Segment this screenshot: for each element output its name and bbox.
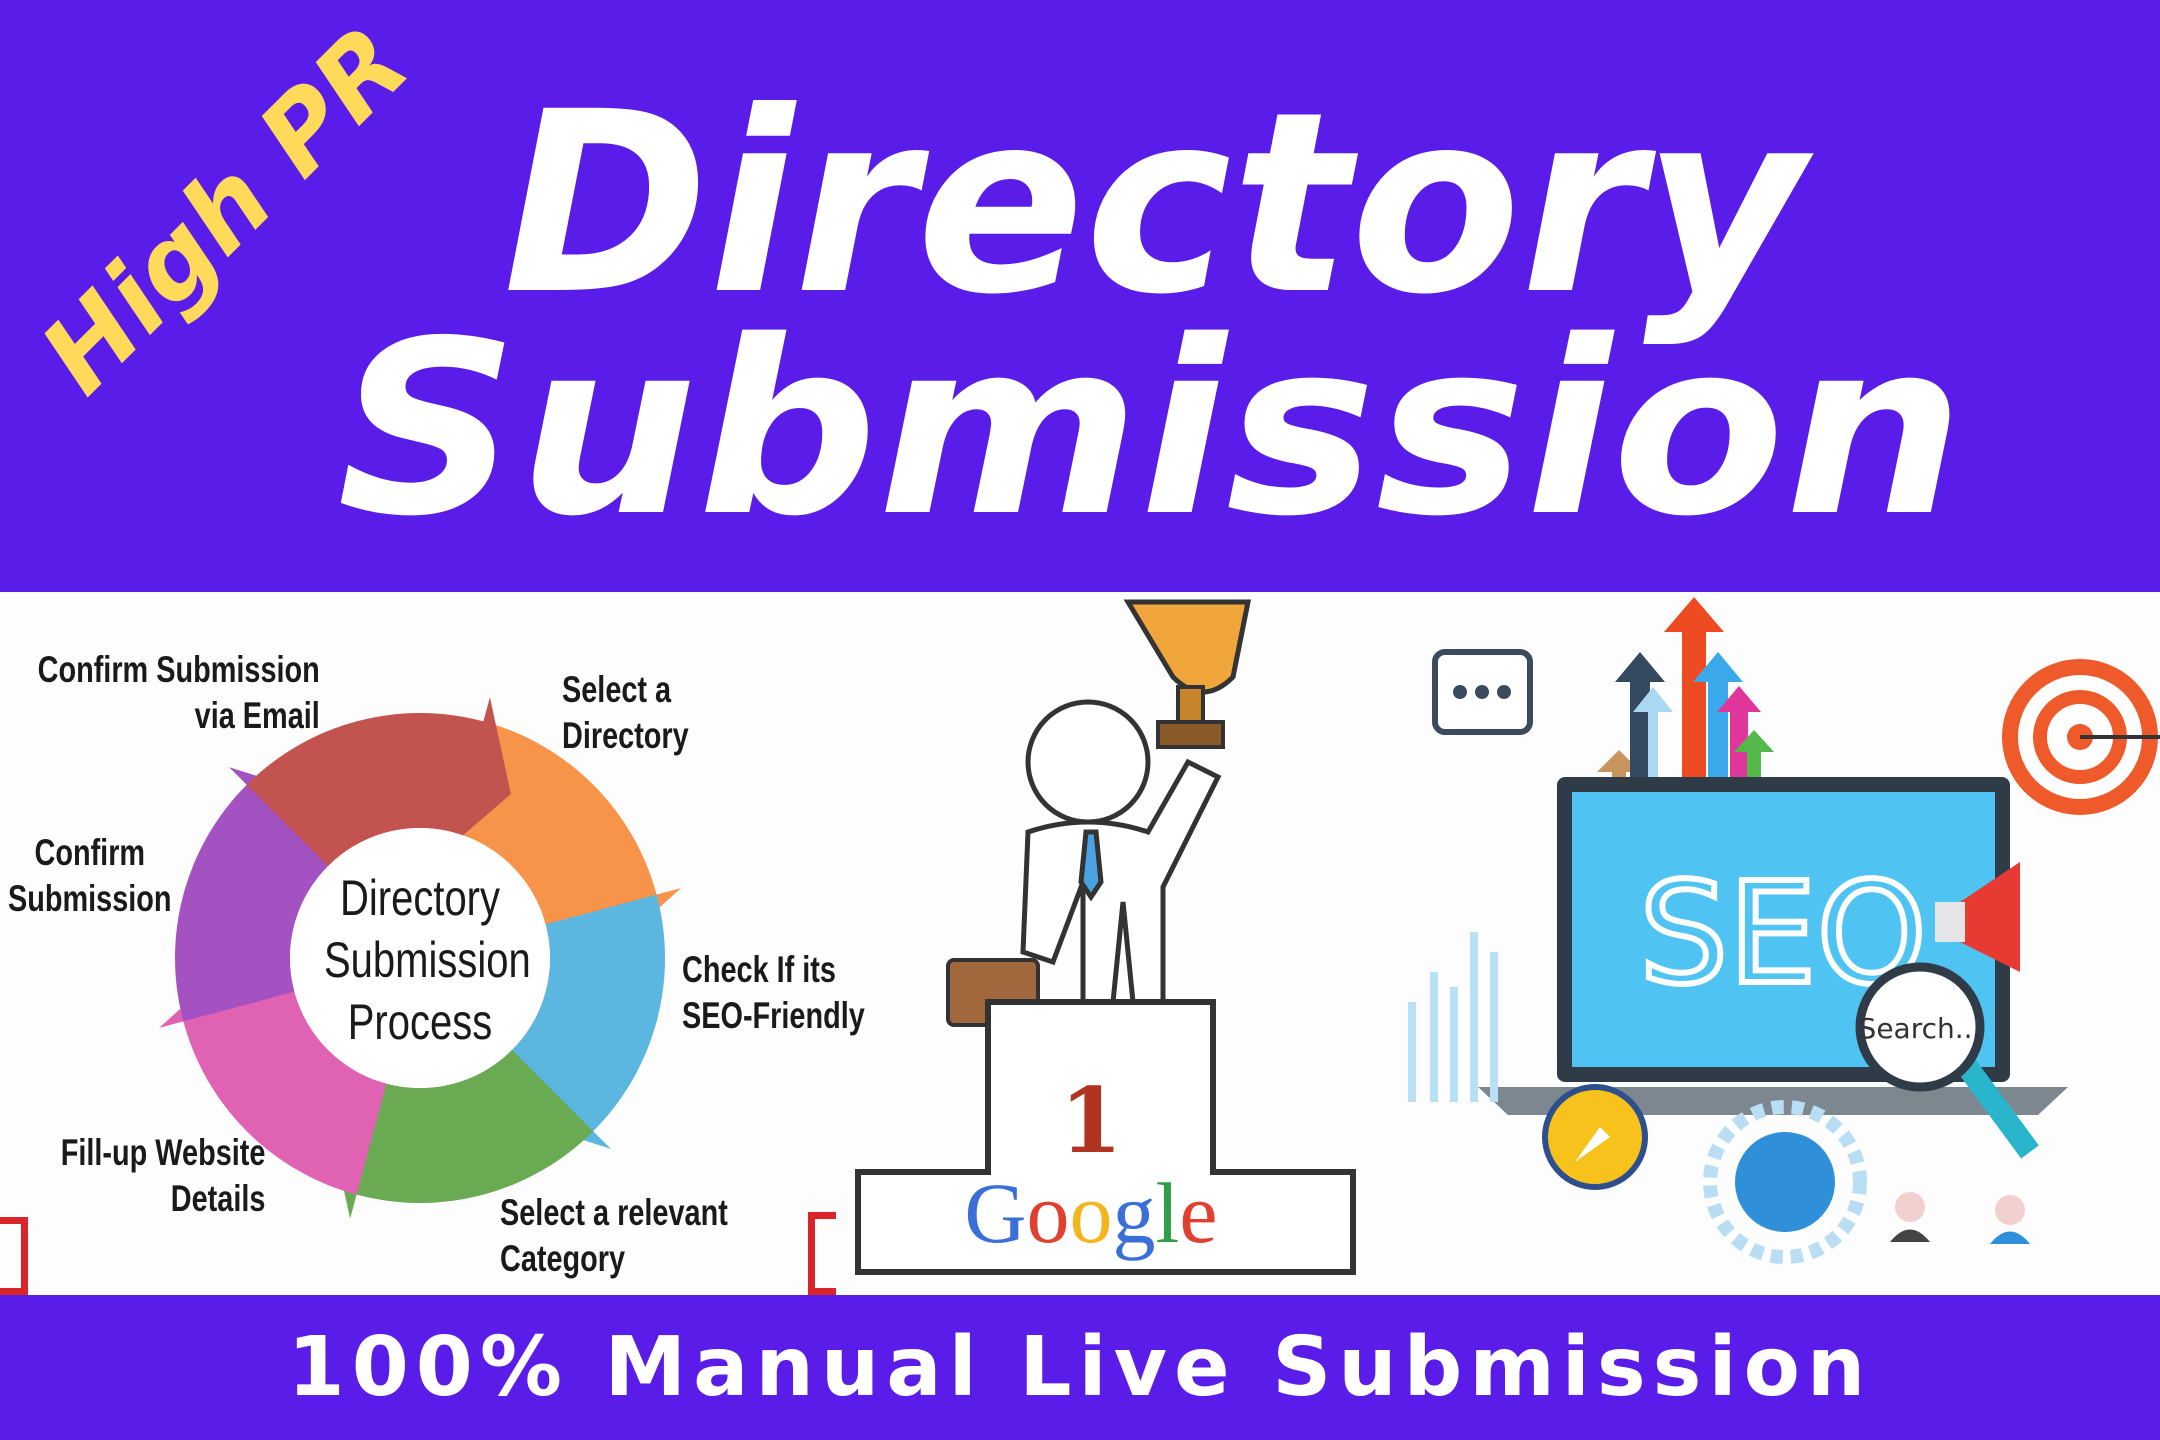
user-icons — [1890, 1192, 2030, 1244]
red-mark — [808, 1212, 836, 1295]
label-line: Check If its — [682, 949, 836, 990]
label-line: Select a — [562, 669, 672, 710]
podium — [855, 999, 1356, 1275]
seo-illustration: SEO Search... — [1408, 597, 2160, 1264]
label-line: Details — [170, 1178, 265, 1219]
globe-icon — [1703, 1100, 1867, 1264]
magnifier-icon — [1855, 962, 2039, 1159]
search-text: Search... — [1859, 1012, 1982, 1045]
label-line: Fill-up Website — [60, 1132, 265, 1173]
cycle-arrow-segment — [246, 697, 511, 867]
bar-chart-icon — [1408, 932, 1498, 1102]
tagline: 100% Manual Live Submission — [287, 1320, 1873, 1415]
trophy-icon — [1123, 599, 1252, 749]
target-icon — [2002, 659, 2160, 815]
logo-letter: G — [964, 1165, 1026, 1261]
compass-icon — [1542, 1084, 1648, 1190]
label-line: Process — [347, 994, 493, 1050]
google-logo-text: Google — [964, 1165, 1217, 1261]
label-line: Submission — [324, 932, 531, 988]
logo-letter: l — [1156, 1165, 1180, 1261]
label-line: Confirm — [34, 832, 146, 873]
logo-letter: o — [1027, 1165, 1070, 1261]
label-line: SEO-Friendly — [682, 995, 865, 1036]
chat-bubble-icon — [1432, 649, 1533, 735]
logo-letter: o — [1070, 1165, 1113, 1261]
logo-letter: e — [1179, 1165, 1217, 1261]
laptop-icon — [1478, 777, 2068, 1115]
label-line: Confirm Submission — [37, 649, 320, 690]
title-line-1: Directory — [503, 58, 1814, 349]
label-line: Category — [500, 1238, 626, 1279]
step-label-select-directory: Select a Directory — [562, 667, 689, 759]
label-line: Directory — [339, 870, 501, 926]
title-graphic: High PR Directory Submission — [17, 2, 1964, 569]
red-mark — [0, 1217, 28, 1295]
rank-number: 1 — [1060, 1068, 1123, 1174]
title-line-2: Submission — [337, 289, 1964, 569]
winner-podium-illustration: 1 Google — [855, 599, 1356, 1275]
cycle-center — [290, 828, 550, 1088]
illustration-strip: Confirm Submission via Email Select a Dire… — [0, 592, 2160, 1295]
step-label-confirm-email: Confirm Submission via Email — [38, 647, 320, 739]
title-banner: High PR Directory Submission — [0, 0, 2160, 592]
cycle-arrow-segment — [329, 1049, 594, 1219]
label-line: Directory — [562, 715, 689, 756]
megaphone-icon — [1935, 862, 2020, 972]
label-line: via Email — [194, 695, 320, 736]
process-cycle-diagram — [159, 697, 681, 1219]
cycle-arrow-segment — [453, 721, 681, 955]
tagline-banner: 100% Manual Live Submission — [0, 1295, 2160, 1440]
cycle-arrow-segment — [159, 961, 387, 1195]
label-line: Select a relevant — [500, 1192, 728, 1233]
label-line: Submission — [8, 878, 172, 919]
logo-letter: g — [1113, 1165, 1156, 1261]
